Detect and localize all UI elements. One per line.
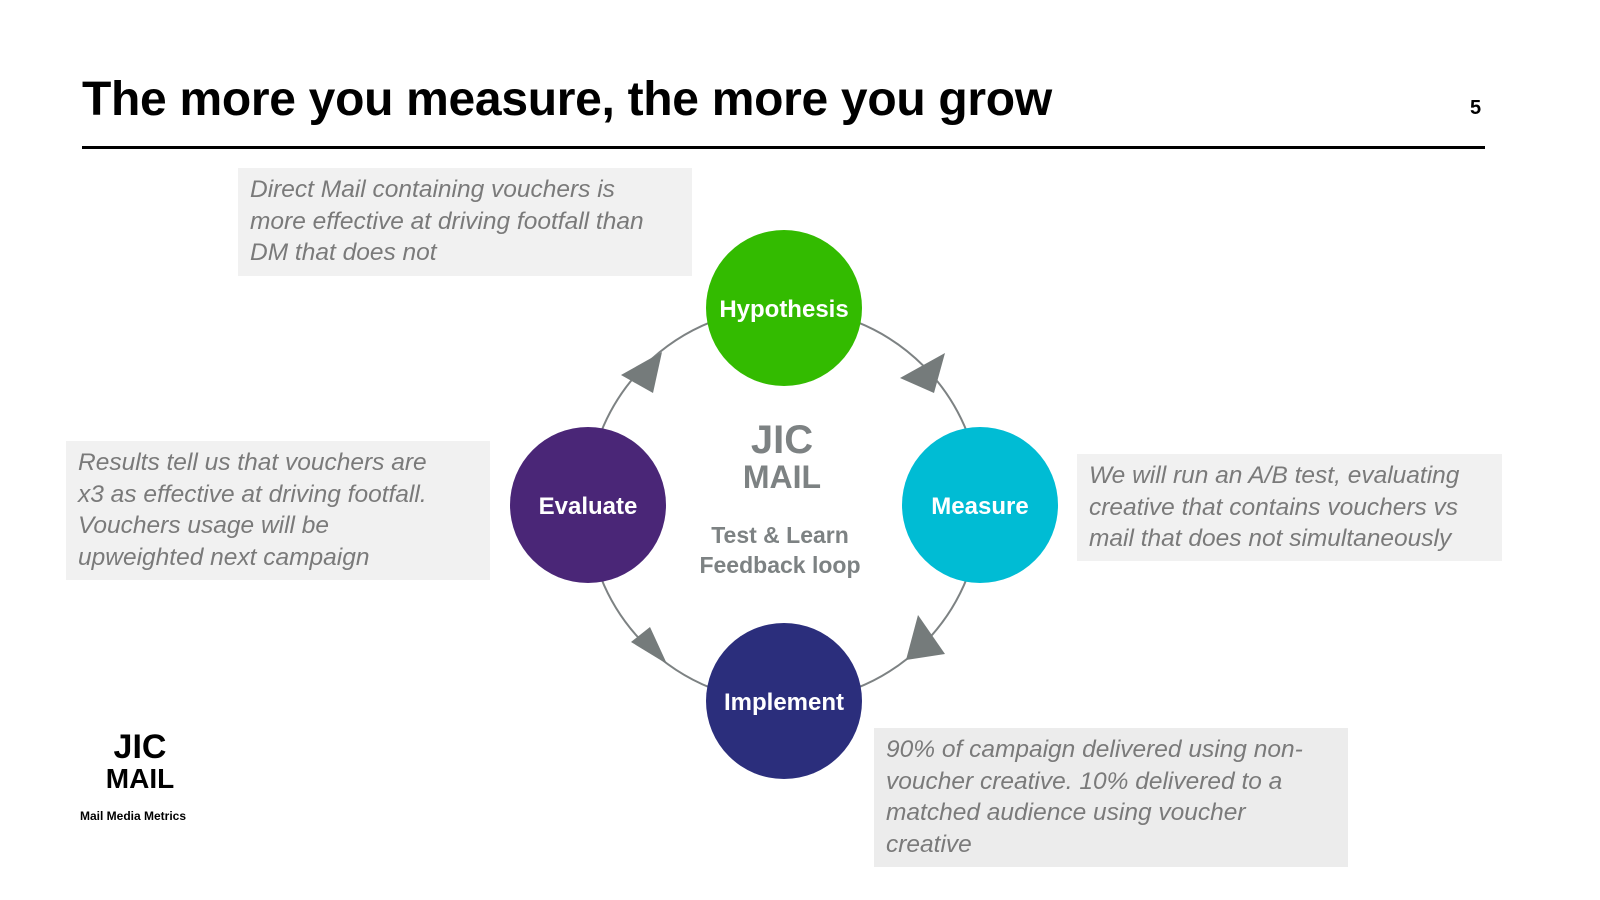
node-circle — [510, 427, 666, 583]
footer-logo-line-2: MAIL — [105, 763, 175, 794]
page-number: 5 — [1470, 97, 1482, 119]
node-evaluate: Evaluate — [510, 427, 666, 583]
node-circle — [706, 623, 862, 779]
node-implement: Implement — [706, 623, 862, 779]
note-line: We will run an A/B test, evaluating — [1089, 462, 1460, 489]
note-hypothesis: Direct Mail containing vouchers is more … — [238, 168, 692, 276]
note-line: Results tell us that vouchers are — [78, 449, 427, 476]
arrow-implement-to-evaluate-icon — [631, 627, 667, 664]
center-logo: JIC MAIL — [714, 420, 850, 494]
footer-logo: JIC MAIL — [80, 730, 200, 794]
note-evaluate: Results tell us that vouchers are x3 as … — [66, 441, 490, 580]
footer-tagline: Mail Media Metrics — [80, 809, 187, 823]
note-line: upweighted next campaign — [78, 543, 370, 571]
title-divider — [82, 146, 1485, 149]
center-caption: Test & Learn Feedback loop — [680, 520, 880, 580]
node-label: Hypothesis — [719, 296, 848, 323]
note-line: Vouchers usage will be — [78, 512, 330, 539]
slide-title: The more you measure, the more you grow — [82, 73, 1052, 126]
node-circle — [706, 230, 862, 386]
node-label: Implement — [724, 689, 844, 716]
note-line: x3 as effective at driving footfall. — [78, 480, 427, 508]
note-measure: We will run an A/B test, evaluating crea… — [1077, 454, 1502, 561]
note-line: matched audience using voucher — [886, 799, 1246, 826]
note-line: voucher creative. 10% delivered to a — [886, 767, 1283, 795]
arrow-evaluate-to-hypothesis-icon — [621, 352, 662, 393]
node-circle — [902, 427, 1058, 583]
node-label: Measure — [931, 493, 1028, 520]
note-line: creative — [886, 830, 972, 858]
logo-line-1: JIC — [750, 418, 814, 462]
arrow-hypothesis-to-measure-icon — [900, 353, 945, 393]
note-line: 90% of campaign delivered using non- — [886, 736, 1303, 763]
node-measure: Measure — [902, 427, 1058, 583]
note-implement: 90% of campaign delivered using non- vou… — [874, 728, 1348, 867]
node-hypothesis: Hypothesis — [706, 230, 862, 386]
note-line: creative that contains vouchers vs — [1089, 493, 1459, 521]
note-line: mail that does not simultaneously — [1089, 525, 1452, 552]
center-caption-line-2: Feedback loop — [699, 552, 861, 578]
footer-logo-line-1: JIC — [113, 728, 167, 766]
center-caption-line-1: Test & Learn — [711, 522, 849, 548]
note-line: DM that does not — [250, 239, 437, 266]
node-label: Evaluate — [539, 493, 638, 520]
note-line: more effective at driving footfall than — [250, 207, 644, 235]
arrow-measure-to-implement-icon — [906, 615, 945, 660]
note-line: Direct Mail containing vouchers is — [250, 176, 615, 203]
logo-line-2: MAIL — [742, 459, 822, 495]
